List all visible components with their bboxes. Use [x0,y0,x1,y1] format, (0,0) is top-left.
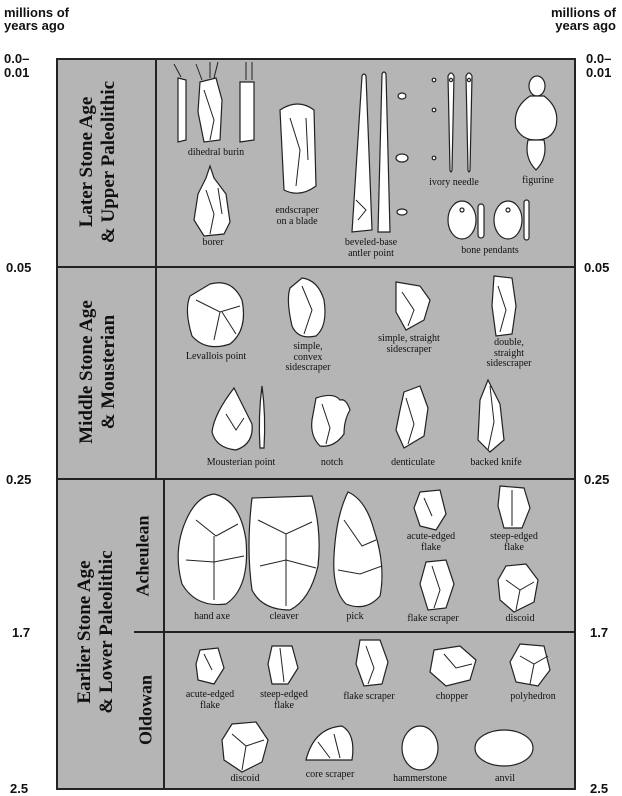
cleaver-drawing [249,496,319,610]
label-oldowan-steep-flake: steep-edged flake [260,690,308,711]
acheulean-steep-flake-drawing [498,486,530,528]
double-straight-sidescraper-drawing [492,276,516,336]
hand-axe-drawing [178,494,246,605]
endscraper-drawing [280,104,316,193]
label-bone-pendants: bone pendants [461,246,519,257]
borer-drawing [194,166,230,236]
label-polyhedron: polyhedron [510,692,556,703]
ivory-needle-drawing [432,73,472,172]
label-levallois-point: Levallois point [186,352,246,363]
label-cleaver: cleaver [270,612,299,623]
core-scraper-drawing [306,726,353,760]
label-backed-knife: backed knife [470,458,521,469]
simple-convex-sidescraper-drawing [288,278,325,337]
simple-straight-sidescraper-drawing [396,282,430,330]
label-denticulate: denticulate [391,458,435,469]
acheulean-acute-flake-drawing [414,490,446,530]
label-oldowan-flake-scraper: flake scraper [343,692,394,703]
oldowan-flake-scraper-drawing [356,640,388,686]
label-dihedral-burin: dihedral burin [188,148,244,159]
label-mousterian-point: Mousterian point [207,458,276,469]
oldowan-steep-flake-drawing [268,646,298,684]
label-chopper: chopper [436,692,468,703]
acheulean-flake-scraper-drawing [420,560,454,610]
bone-pendants-drawing [448,200,529,240]
label-endscraper: endscraper on a blade [275,206,318,227]
label-pick: pick [346,612,363,623]
label-simple-straight-sidescraper: simple, straight sidescraper [378,334,440,355]
label-double-straight-sidescraper: double, straight sidescraper [487,338,532,370]
dihedral-burin-drawing [174,62,254,142]
label-hammerstone: hammerstone [393,774,447,785]
hammerstone-drawing [402,726,438,770]
chopper-drawing [430,646,476,686]
label-anvil: anvil [495,774,515,785]
polyhedron-drawing [510,644,550,686]
levallois-point-drawing [187,283,243,347]
beveled-antler-point-drawing [352,72,408,232]
label-notch: notch [321,458,343,469]
acheulean-discoid-drawing [498,564,538,612]
oldowan-discoid-drawing [222,722,268,772]
backed-knife-drawing [478,380,504,452]
label-figurine: figurine [522,176,554,187]
label-core-scraper: core scraper [306,770,355,781]
notch-drawing [312,395,350,446]
label-acheulean-steep-flake: steep-edged flake [490,532,538,553]
anvil-drawing [475,730,533,766]
figurine-drawing [515,76,557,170]
label-acheulean-flake-scraper: flake scraper [407,614,458,625]
label-oldowan-discoid: discoid [231,774,260,785]
label-acheulean-acute-flake: acute-edged flake [407,532,455,553]
label-borer: borer [202,238,223,249]
label-oldowan-acute-flake: acute-edged flake [186,690,234,711]
denticulate-drawing [396,386,428,448]
label-ivory-needle: ivory needle [429,178,479,189]
pick-drawing [334,492,382,607]
label-acheulean-discoid: discoid [506,614,535,625]
oldowan-acute-flake-drawing [196,648,224,684]
label-beveled-antler-point: beveled-base antler point [345,238,397,259]
mousterian-point-drawing [212,386,265,450]
label-hand-axe: hand axe [194,612,230,623]
label-simple-convex-sidescraper: simple, convex sidescraper [286,342,331,374]
